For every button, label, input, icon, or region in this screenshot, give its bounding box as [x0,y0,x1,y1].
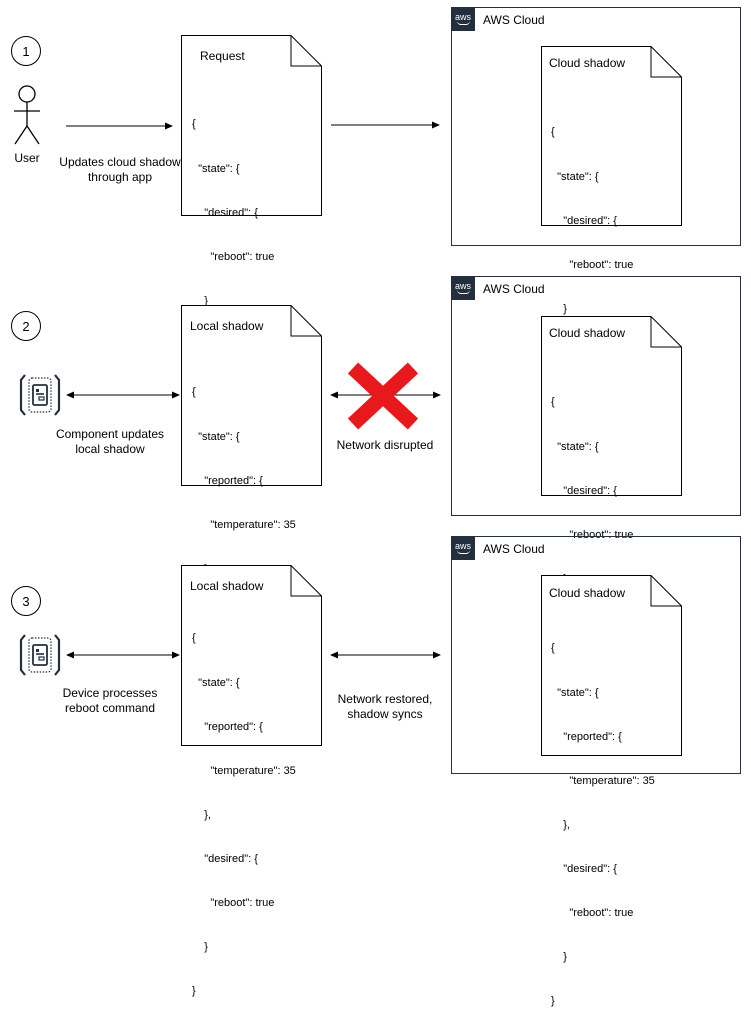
step-1-action-label: Updates cloud shadow through app [59,155,181,184]
code-line: { [192,118,196,131]
aws-cloud-group-2 [451,276,741,516]
request-to-cloud-arrow [331,121,440,129]
local-shadow-document-shape [181,305,322,486]
code-line: } [192,294,208,307]
iot-component-icon [19,374,61,416]
iot-component-icon [19,634,61,676]
code-line: "temperature": 35 [192,764,296,777]
aws-logo-icon: aws [451,276,475,300]
cloud-shadow-document-shape [541,46,682,226]
local-shadow-json: { "state": { "reported": { "temperature"… [192,602,296,1014]
aws-cloud-label: AWS Cloud [483,13,545,27]
user-label: User [14,151,40,165]
code-line: "desired": { [192,206,258,219]
code-line: } [551,995,555,1008]
code-line: { [551,126,555,139]
code-line: { [192,632,196,645]
component-local-shadow-arrow [66,651,180,659]
aws-cloud-group-1 [451,7,741,246]
network-disrupted-label: Network disrupted [336,438,434,452]
aws-cloud-label: AWS Cloud [483,282,545,296]
code-line: { [551,396,555,409]
step-3-action-label: Device processes reboot command [62,686,158,715]
red-x-icon [347,362,419,430]
cloud-shadow-json: { "state": { "desired": { "reboot": true… [551,366,633,689]
step-2-action-label: Component updates local shadow [55,427,165,456]
step-3-number: 3 [11,586,41,616]
cloud-shadow-document-shape [541,575,682,756]
code-line: "reboot": true [192,250,275,263]
code-line: "state": { [192,162,240,175]
code-line: "state": { [551,170,599,183]
code-line: "reboot": true [192,897,275,910]
code-line: "reboot": true [551,528,634,541]
step-1-number: 1 [11,36,41,66]
code-line: "reported": { [192,720,263,733]
code-line: "state": { [551,686,599,699]
component-local-shadow-arrow [66,391,180,399]
code-line: "temperature": 35 [192,518,296,531]
code-line: "desired": { [192,852,258,865]
code-line: "reported": { [192,474,263,487]
code-line: { [551,642,555,655]
code-line: "reported": { [551,730,622,743]
local-shadow-title: Local shadow [190,579,264,593]
cloud-shadow-json: { "state": { "desired": { "reboot": true… [551,96,633,419]
aws-logo-icon: aws [451,7,475,31]
network-restored-label: Network restored, shadow syncs [337,692,433,721]
code-line: "reboot": true [551,907,634,920]
aws-cloud-label: AWS Cloud [483,542,545,556]
code-line: "state": { [192,676,240,689]
aws-cloud-group-3 [451,536,741,774]
local-cloud-sync-arrow [330,651,441,659]
cloud-shadow-title: Cloud shadow [549,326,626,340]
code-line: { [192,386,196,399]
request-title: Request [200,49,245,63]
code-line: } [551,302,567,315]
code-line: } [192,941,208,954]
user-stick-figure-icon [14,85,40,145]
code-line: "desired": { [551,862,617,875]
cloud-shadow-title: Cloud shadow [549,586,626,600]
code-line: "desired": { [551,214,617,227]
request-document-shape [181,35,322,216]
user-to-request-arrow [66,122,173,130]
code-line: "reboot": true [551,258,634,271]
code-line: "desired": { [551,484,617,497]
cloud-shadow-title: Cloud shadow [549,56,626,70]
code-line: } [192,985,196,998]
code-line: "temperature": 35 [551,774,655,787]
code-line: "state": { [192,430,240,443]
code-line: "state": { [551,440,599,453]
code-line: }, [192,808,211,821]
local-shadow-document-shape [181,565,322,746]
step-2-number: 2 [11,311,41,341]
cloud-shadow-document-shape [541,316,682,496]
code-line: } [551,951,567,964]
local-shadow-title: Local shadow [190,319,264,333]
cloud-shadow-json: { "state": { "reported": { "temperature"… [551,612,655,1024]
code-line: }, [551,818,570,831]
aws-logo-icon: aws [451,536,475,560]
